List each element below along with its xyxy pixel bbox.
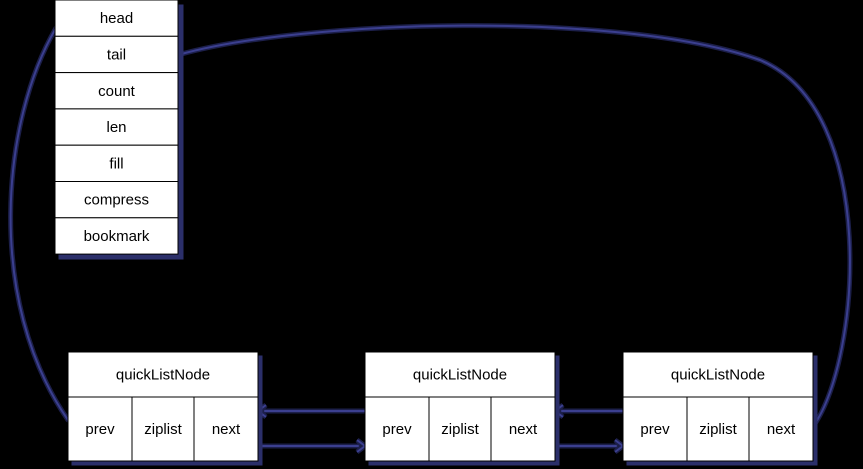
quicklist-field-cell [54,35,179,74]
quicklist-field-fill: fill [54,144,179,182]
quicklist-node-2: quickListNode prev ziplist next [364,351,560,466]
node-title: quickListNode [671,367,765,384]
quicklist-field-bookmark: bookmark [54,217,179,255]
quicklist-field-cell [54,72,179,110]
node-cell-ziplist-label: ziplist [441,421,479,438]
node-title-cell [67,351,259,398]
quicklist-field-label: tail [107,46,126,63]
quicklist-field-count: count [54,72,179,110]
node-cell-ziplist [686,396,750,462]
quicklist-field-label: compress [84,192,149,209]
quicklist-field-label: bookmark [84,228,150,245]
node-cell-next [748,396,814,462]
node-cell-prev-label: prev [85,421,115,438]
node-cell-prev [622,396,688,462]
node-cell-prev [364,396,430,462]
quicklist-field-cell [54,0,179,37]
quicklist-field-len: len [54,108,179,146]
quicklist-field-cell [54,181,179,219]
node1-next-to-node2-prev-link [255,438,370,454]
quicklist-field-cell [54,144,179,182]
node-cell-prev [67,396,133,462]
node-cell-ziplist-label: ziplist [699,421,737,438]
node-cell-next [193,396,259,462]
quicklist-field-label: count [98,83,136,100]
quicklist-field-label: head [100,10,133,27]
node-cell-ziplist-label: ziplist [144,421,182,438]
node-title-cell [364,351,556,398]
node-cell-next-label: next [212,421,241,438]
node-cell-ziplist [131,396,195,462]
quicklist-field-label: len [106,119,126,136]
node-cell-next [490,396,556,462]
quicklist-struct: head tail count len fill compress bookmark [54,0,184,260]
connectors [8,23,853,454]
node-title: quickListNode [116,367,210,384]
quicklist-field-cell [54,217,179,255]
node-cell-next-label: next [767,421,796,438]
node-cell-ziplist [428,396,492,462]
quicklist-node-3: quickListNode prev ziplist next [622,351,818,466]
quicklist-field-tail: tail [54,35,179,74]
node-title-cell [622,351,814,398]
node2-prev-to-node1-next-link [253,403,369,419]
node2-next-to-node3-prev-link [552,438,628,454]
tail-to-last-node-link [175,23,853,428]
node3-prev-to-node2-next-link [550,403,627,419]
node-cell-prev-label: prev [640,421,670,438]
quicklist-field-label: fill [109,155,123,172]
quicklist-field-compress: compress [54,181,179,219]
quicklist-field-cell [54,108,179,146]
quicklist-node-1: quickListNode prev ziplist next [67,351,263,466]
node-title: quickListNode [413,367,507,384]
quicklist-field-head: head [54,0,179,37]
node-cell-prev-label: prev [382,421,412,438]
node-cell-next-label: next [509,421,538,438]
head-to-first-node-link [8,25,71,423]
